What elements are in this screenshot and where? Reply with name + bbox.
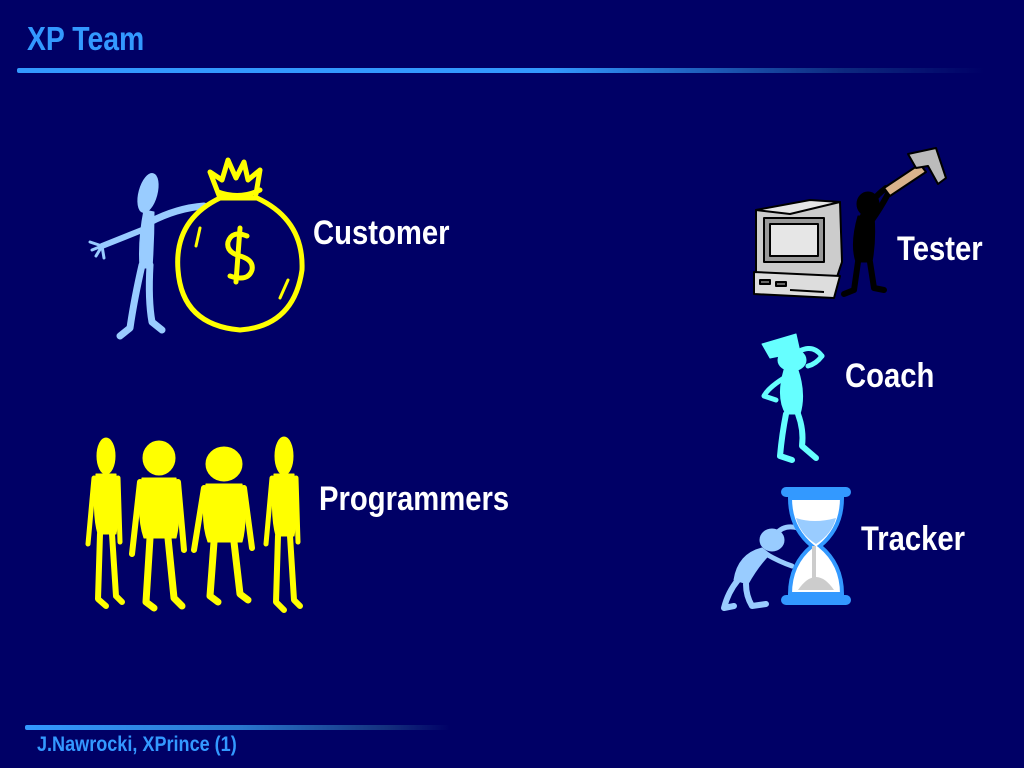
programmers-group-icon (85, 436, 303, 613)
role-label-tracker: Tracker (861, 520, 966, 558)
role-label-customer: Customer (313, 214, 450, 252)
tracker-with-hourglass-icon (721, 485, 853, 611)
role-label-coach: Coach (845, 357, 935, 395)
tester-hammering-computer-icon (753, 147, 947, 299)
customer-with-money-bag-icon (88, 157, 305, 340)
footer-divider (25, 725, 450, 730)
slide-title: XP Team (27, 20, 145, 57)
title-divider (17, 68, 985, 73)
slide-footer: J.Nawrocki, XPrince (1) (37, 733, 237, 756)
role-label-tester: Tester (897, 230, 983, 268)
role-label-programmers: Programmers (319, 480, 510, 518)
coach-figure-icon (761, 333, 825, 463)
